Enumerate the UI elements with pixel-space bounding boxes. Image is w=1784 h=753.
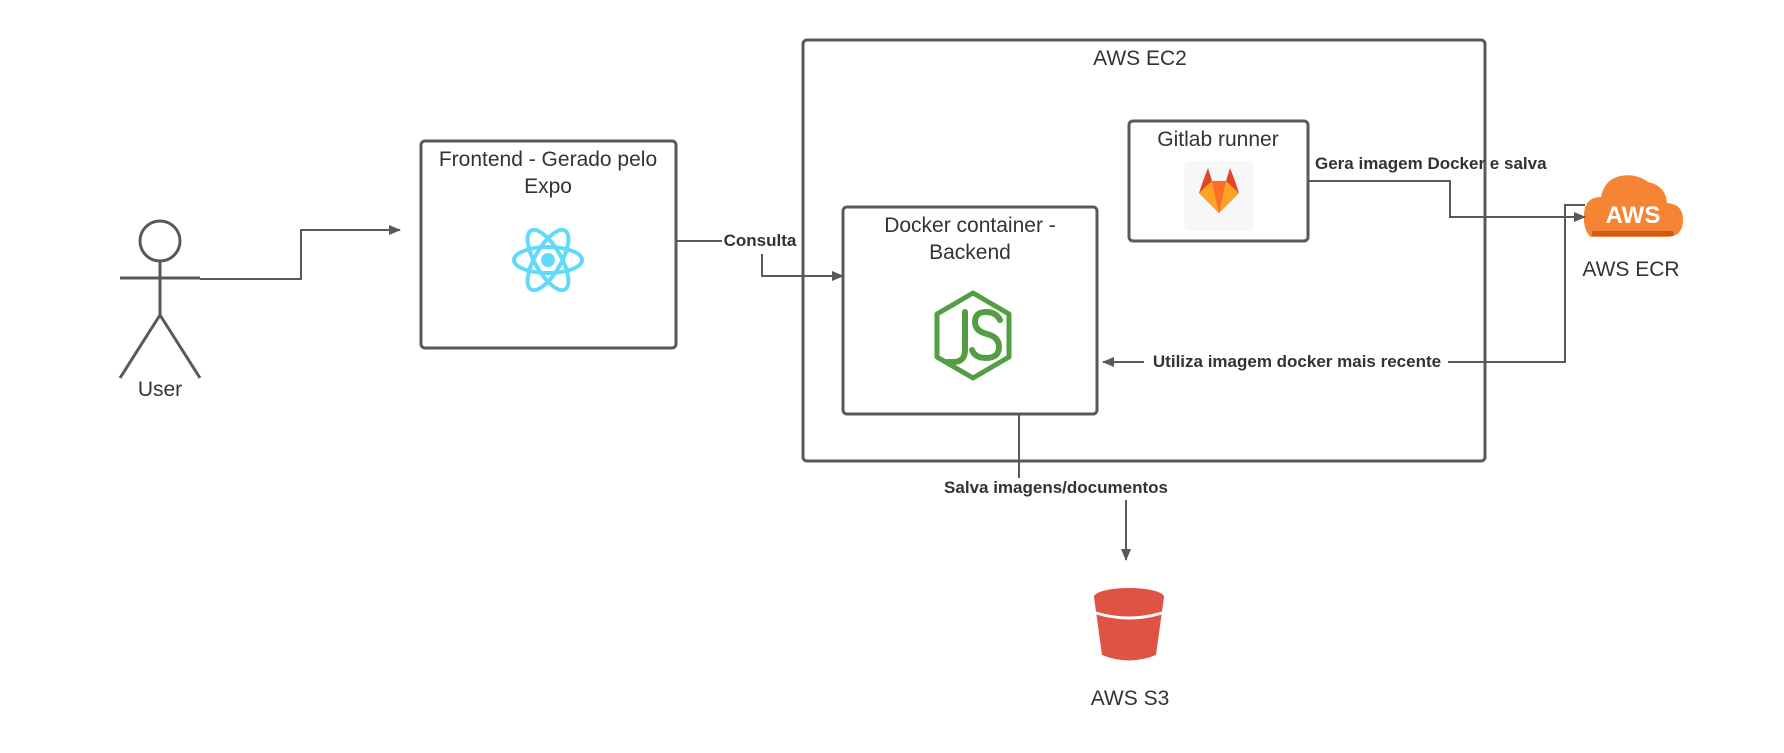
backend-box [841, 205, 1099, 416]
s3-label: AWS S3 [1091, 687, 1170, 710]
edge-label-salva-imagens: Salva imagens/documentos [944, 478, 1168, 497]
aws-badge-text: AWS [1606, 202, 1661, 229]
edge-label-utiliza-imagem: Utiliza imagem docker mais recente [1153, 352, 1441, 371]
ec2-container [801, 38, 1487, 463]
edge-label-gera-imagem: Gera imagem Docker e salva [1315, 154, 1547, 173]
edge-user-to-frontend [200, 225, 401, 280]
aws-cloud-icon: AWS [1583, 175, 1683, 237]
ecr-label: AWS ECR [1582, 258, 1679, 281]
frontend-box [419, 139, 678, 350]
user-actor [118, 219, 202, 379]
edge-ecr-to-backend [1103, 204, 1585, 362]
backend-title-line2: Backend [929, 241, 1011, 264]
gitlab-icon [1184, 161, 1254, 231]
edge-frontend-to-backend [676, 240, 843, 276]
s3-bucket-icon [1094, 588, 1164, 661]
gitlab-runner-label: Gitlab runner [1157, 128, 1278, 151]
edge-label-consulta: Consulta [724, 231, 797, 250]
user-label: User [138, 378, 182, 401]
edge-runner-to-ecr [1308, 180, 1586, 222]
ec2-label: AWS EC2 [1093, 47, 1187, 70]
backend-title-line1: Docker container - [884, 214, 1056, 237]
edge-backend-to-s3 [1018, 414, 1126, 560]
frontend-title-line2: Expo [524, 175, 572, 198]
react-icon [512, 227, 584, 293]
frontend-title-line1: Frontend - Gerado pelo [439, 148, 657, 171]
nodejs-icon [934, 290, 1012, 381]
